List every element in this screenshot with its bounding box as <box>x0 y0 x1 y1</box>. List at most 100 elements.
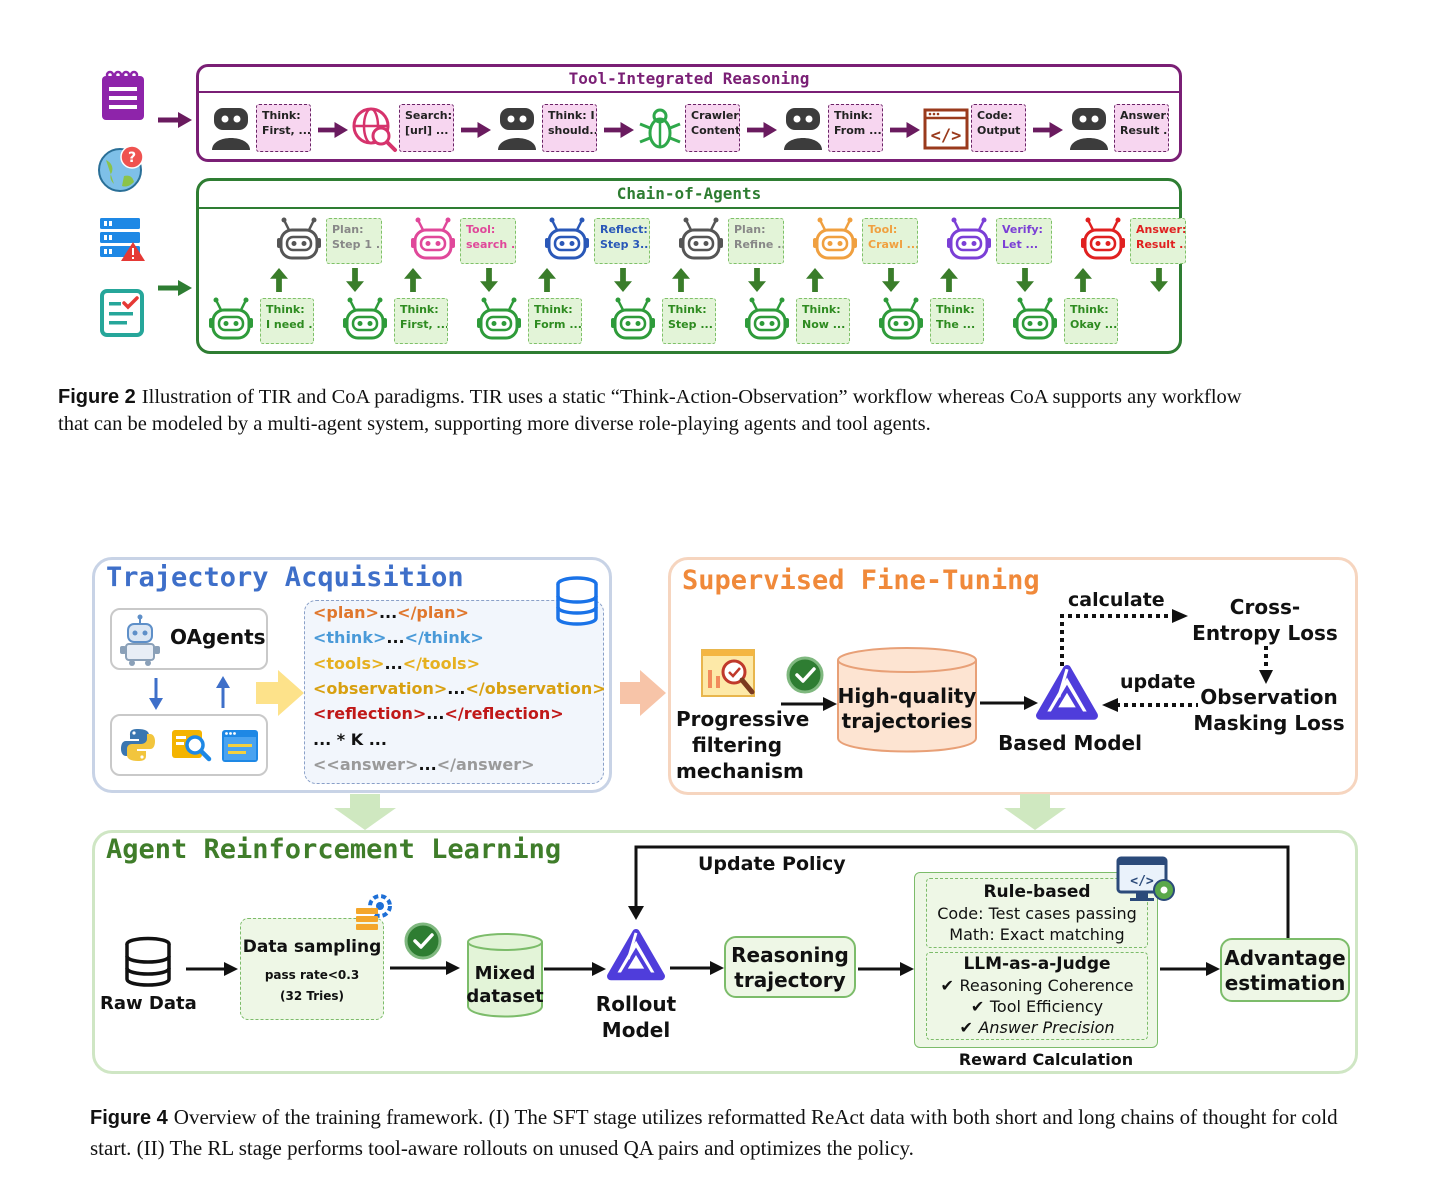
advantage-label: Advantage estimation <box>1220 946 1350 996</box>
robot-agent-icon <box>784 108 822 150</box>
tag-ellipsis: ... <box>447 678 466 698</box>
tag-line: ... * K ... <box>313 727 387 752</box>
tir-step-bubble-line1: Crawler: <box>691 109 740 122</box>
tag-open: <observation> <box>313 678 448 698</box>
figure-4-text: Overview of the training framework. (I) … <box>90 1105 1338 1160</box>
coa-role-bubble-line1: Tool: <box>466 223 496 236</box>
coa-role-bubble-line2: Refine ... <box>734 238 783 251</box>
server-alert-icon <box>100 218 145 261</box>
coa-think-bubble-line2: The ... <box>936 318 976 331</box>
reward-calculation-label: Reward Calculation <box>958 1050 1134 1069</box>
coa-think-bubble-line2: First, ... <box>400 318 448 331</box>
oagents-label: OAgents <box>170 625 266 649</box>
tir-flow-arrow <box>890 122 920 138</box>
tir-step-bubble: Think: First, ... <box>256 104 311 152</box>
tir-flow-arrow <box>604 122 634 138</box>
tir-step-bubble: Search:[url] ... <box>399 104 454 152</box>
tir-flow-arrow <box>747 122 777 138</box>
tag-open: <plan> <box>313 603 379 622</box>
coa-role-bubble-line1: Verify: <box>1002 223 1043 236</box>
tag-line: <observation>...</observation> <box>313 676 606 701</box>
gear-server-icon <box>356 894 392 930</box>
advantage-text: Advantage estimation <box>1224 946 1346 995</box>
llm-judge-box <box>926 952 1148 1040</box>
hq-trajectories-text: High-quality trajectories <box>837 684 977 733</box>
tir-step-bubble-line1: Answer: <box>1120 109 1169 122</box>
tir-step-bubble-line2: First, ... <box>262 124 311 137</box>
tir-step-bubble-line1: Think: <box>262 109 301 122</box>
tir-entry-arrow <box>158 112 192 128</box>
tir-step-bubble-line2: Result ... <box>1120 124 1168 137</box>
calculate-label: calculate <box>1068 589 1165 611</box>
math-rule-label: Math: Exact matching <box>949 925 1125 944</box>
coa-role-bubble: Verify: Let ... <box>996 218 1052 264</box>
check-icon: ✔ <box>940 976 960 995</box>
tir-step-bubble-line1: Think: <box>834 109 873 122</box>
coa-think-bubble-line2: Now ... <box>802 318 846 331</box>
role-agent-icon <box>679 217 723 260</box>
tir-step-bubble: Answer: Result ... <box>1114 104 1169 152</box>
coa-role-bubble-line2: Crawl ... <box>868 238 918 251</box>
tag-ellipsis: ... <box>378 603 398 622</box>
tag-line: <plan>...</plan> <box>313 600 469 625</box>
coa-role-bubble-line2: Step 1 ... <box>332 238 381 251</box>
coa-think-bubble-line2: Step ... <box>668 318 713 331</box>
observation-masking-text: Observation Masking Loss <box>1193 685 1345 735</box>
sft-to-rl-arrow <box>1004 794 1066 830</box>
tag-line: <tools>...</tools> <box>313 651 480 676</box>
code-window-icon: </> <box>923 108 969 150</box>
coa-down-arrow <box>882 268 900 292</box>
data-sampling-label: Data sampling <box>242 937 382 957</box>
coa-think-bubble: Think:First, ... <box>394 298 448 344</box>
coa-up-arrow <box>270 268 288 292</box>
tir-step-bubble-line2: [url] ... <box>405 124 449 137</box>
tag-ellipsis: ... <box>426 704 445 724</box>
svg-text:?: ? <box>128 150 136 166</box>
tag-close: </answer> <box>436 754 535 774</box>
tir-step-bubble-line1: Code: <box>977 109 1013 122</box>
tag-close: </think> <box>404 628 484 648</box>
sft-title: Supervised Fine-Tuning <box>682 565 1040 596</box>
coa-role-bubble-line2: Let ... <box>1002 238 1039 251</box>
think-agent-icon <box>611 297 655 340</box>
role-agent-icon <box>813 217 857 260</box>
coa-down-arrow <box>748 268 766 292</box>
python-icon <box>121 729 155 761</box>
arrow-to-reasoning <box>670 961 724 975</box>
coa-role-bubble-line2: search ... <box>466 238 516 251</box>
coa-think-bubble-line1: Think: <box>668 303 707 316</box>
coa-up-arrow <box>538 268 556 292</box>
globe-search-icon <box>352 107 397 152</box>
tir-flow-arrow <box>318 122 348 138</box>
check-badge-icon <box>786 656 824 694</box>
coa-down-arrow <box>1150 268 1168 292</box>
coa-role-bubble: Answer:Result ... <box>1130 218 1186 264</box>
tir-step-bubble-line2: should... <box>548 124 597 137</box>
coherence-item: ✔ Reasoning Coherence <box>926 976 1148 995</box>
coa-think-bubble-line1: Think: <box>1070 303 1109 316</box>
cross-entropy-text: Cross-Entropy Loss <box>1192 595 1338 645</box>
svg-text:</>: </> <box>1130 874 1154 889</box>
coa-think-bubble-line2: Form ... <box>534 318 582 331</box>
hq-trajectories-label: High-quality trajectories <box>836 684 978 734</box>
update-label: update <box>1120 671 1196 693</box>
update-dotted-arrow <box>1102 698 1198 712</box>
role-agent-icon <box>545 217 589 260</box>
update-policy-label: Update Policy <box>698 853 846 875</box>
robot-agent-icon <box>212 108 250 150</box>
coa-up-arrow <box>1074 268 1092 292</box>
reasoning-trajectory-label: Reasoning trajectory <box>724 943 856 993</box>
tag-box <box>304 600 604 784</box>
tag-open: ... * K ... <box>313 729 387 749</box>
tir-flow-arrow <box>1033 122 1063 138</box>
tag-open: <think> <box>313 628 387 648</box>
role-agent-icon <box>411 217 455 260</box>
down-arrow <box>149 678 163 710</box>
tir-flow-arrow <box>461 122 491 138</box>
advantage-box <box>1220 938 1350 1002</box>
coa-think-bubble: Think:I need ... <box>260 298 314 344</box>
llm-judge-label: LLM-as-a-Judge <box>963 954 1111 974</box>
tir-step-bubble-line2: Output ... <box>977 124 1025 137</box>
